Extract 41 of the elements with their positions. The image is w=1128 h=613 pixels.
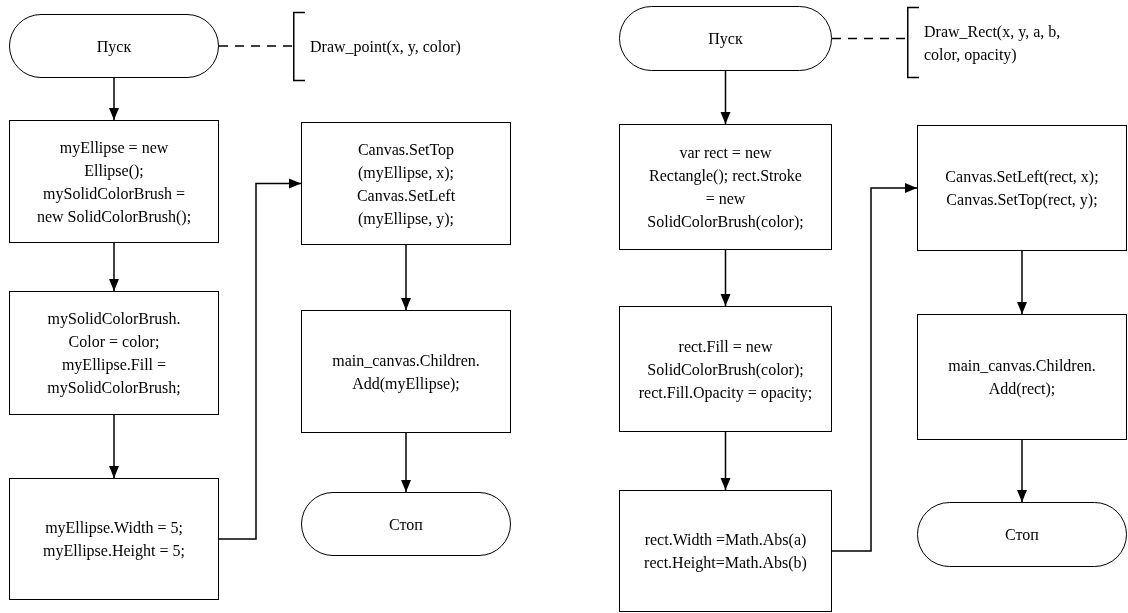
process-text: Canvas.SetLeft(rect, x); Canvas.SetTop(rect, y); bbox=[944, 167, 1100, 211]
arrow bbox=[401, 244, 411, 311]
process-box bbox=[917, 125, 1127, 251]
arrow bbox=[218, 178, 302, 540]
process-text: mySolidColorBrush. Color = color; myEllipse.Fill = mySolidColorBrush; bbox=[46, 309, 182, 399]
process-text: main_canvas.Children. Add(rect); bbox=[947, 356, 1097, 400]
arrow bbox=[401, 432, 411, 493]
process-box bbox=[619, 306, 832, 432]
arrow bbox=[1017, 250, 1027, 315]
arrow bbox=[109, 77, 119, 121]
process-text: Canvas.SetTop (myEllipse, x); Canvas.SetLeft (myEllipse, y); bbox=[355, 139, 457, 230]
process-text: myEllipse.Width = 5; myEllipse.Height = 5; bbox=[42, 518, 186, 562]
process-text: var rect = new Rectangle(); rect.Stroke = new SolidColorBrush(color); bbox=[646, 143, 805, 233]
terminal-label: Стоп bbox=[389, 514, 423, 535]
process-box bbox=[9, 291, 219, 415]
arrow bbox=[720, 249, 731, 307]
arrow bbox=[1017, 439, 1027, 503]
dashed-connector bbox=[831, 37, 908, 40]
process-box bbox=[301, 310, 511, 433]
process-text: rect.Fill = new SolidColorBrush(color); rect.Fill.Opacity = opacity; bbox=[637, 336, 814, 404]
terminal-shape bbox=[917, 502, 1127, 567]
arrow bbox=[831, 183, 918, 552]
process-box bbox=[619, 490, 832, 612]
process-box bbox=[917, 314, 1127, 440]
dashed-connector bbox=[218, 45, 294, 47]
arrow bbox=[720, 431, 731, 491]
process-text: rect.Width =Math.Abs(a) rect.Height=Math.Abs(b) bbox=[643, 530, 808, 574]
arrow bbox=[720, 70, 731, 125]
comment-text: Draw_point(x, y, color) bbox=[310, 37, 461, 58]
arrow bbox=[109, 242, 119, 292]
terminal-label: Стоп bbox=[1005, 525, 1039, 545]
process-box bbox=[301, 122, 511, 245]
process-text: myEllipse = new Ellipse(); mySolidColorBrush = new SolidColorBrush(); bbox=[35, 137, 193, 228]
process-box bbox=[619, 124, 832, 250]
process-box bbox=[9, 120, 219, 243]
terminal-label: Пуск bbox=[708, 29, 743, 50]
comment-text: Draw_Rect(x, y, a, b, color, opacity) bbox=[924, 21, 1062, 66]
process-text: main_canvas.Children. Add(myEllipse); bbox=[331, 350, 481, 395]
process-box bbox=[9, 478, 219, 600]
terminal-label: Пуск bbox=[96, 36, 132, 58]
arrow bbox=[109, 414, 119, 479]
